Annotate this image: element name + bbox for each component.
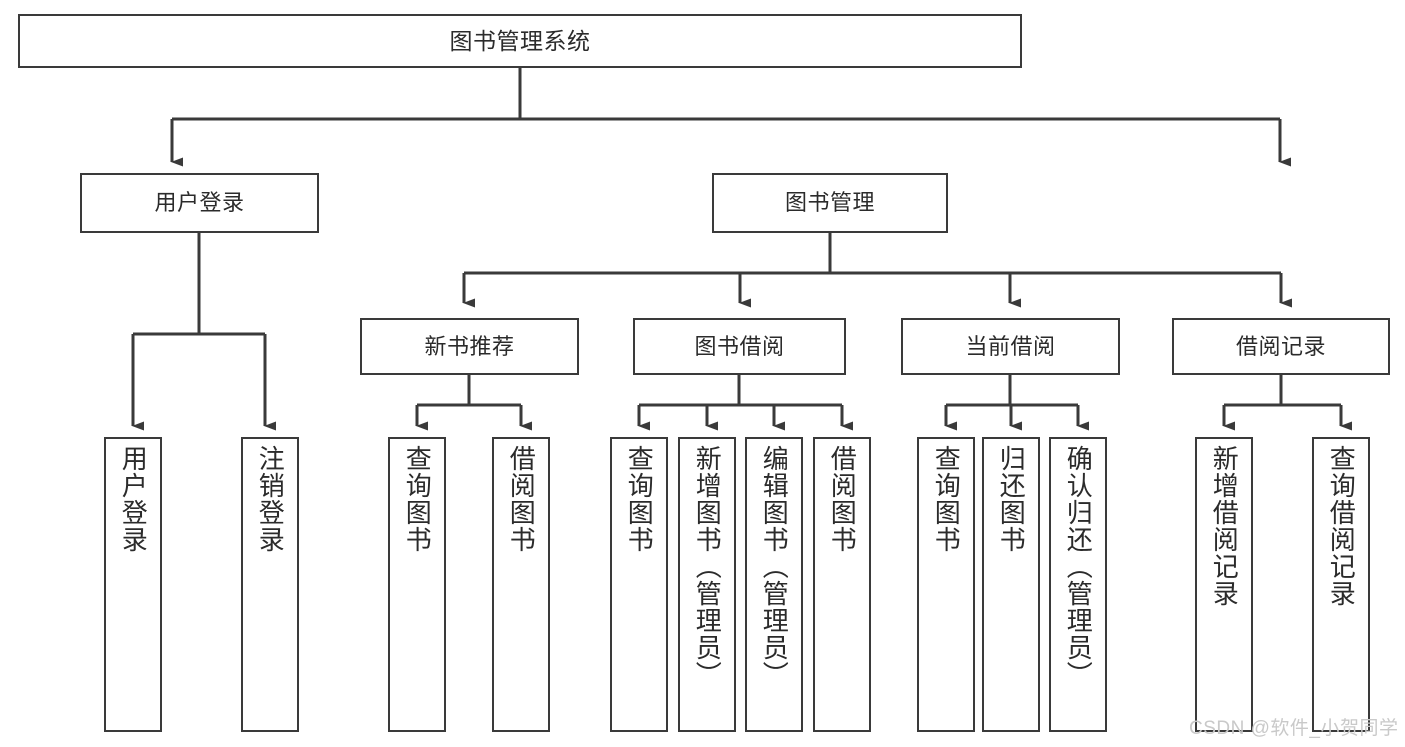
node-label: 图书借阅 (694, 333, 785, 359)
node-label: 查询图书 (931, 445, 962, 553)
node-borrow-record[interactable]: 借阅记录 (1172, 318, 1390, 375)
node-root-system[interactable]: 图书管理系统 (18, 14, 1022, 68)
node-current-borrow[interactable]: 当前借阅 (901, 318, 1120, 375)
leaf-query-book-borrow[interactable]: 查询图书 (610, 437, 668, 732)
node-label: 图书管理系统 (449, 27, 591, 54)
leaf-add-book-admin[interactable]: 新增图书（管理员） (678, 437, 736, 732)
leaf-query-book-recommend[interactable]: 查询图书 (388, 437, 446, 732)
node-label: 查询图书 (624, 445, 655, 553)
node-label: 注销登录 (255, 445, 286, 553)
leaf-user-login[interactable]: 用户登录 (104, 437, 162, 732)
node-label: 查询借阅记录 (1326, 445, 1357, 607)
node-label: 借阅图书 (827, 445, 858, 553)
node-user-login[interactable]: 用户登录 (80, 173, 319, 233)
leaf-query-borrow-record[interactable]: 查询借阅记录 (1312, 437, 1370, 732)
node-label: 归还图书 (996, 445, 1027, 553)
node-label: 当前借阅 (965, 333, 1056, 359)
node-label: 新书推荐 (424, 333, 515, 359)
node-label: 借阅图书 (506, 445, 537, 553)
leaf-borrow-book[interactable]: 借阅图书 (813, 437, 871, 732)
watermark-text: CSDN @软件_小贺同学 (1189, 718, 1399, 739)
leaf-edit-book-admin[interactable]: 编辑图书（管理员） (745, 437, 803, 732)
node-book-borrow[interactable]: 图书借阅 (633, 318, 846, 375)
node-label: 图书管理 (784, 190, 875, 216)
node-new-book-recommend[interactable]: 新书推荐 (360, 318, 579, 375)
node-label: 用户登录 (154, 190, 245, 216)
node-book-management[interactable]: 图书管理 (712, 173, 948, 233)
leaf-borrow-book-recommend[interactable]: 借阅图书 (492, 437, 550, 732)
node-label: 用户登录 (118, 445, 149, 553)
leaf-confirm-return-admin[interactable]: 确认归还（管理员） (1049, 437, 1107, 732)
node-label: 借阅记录 (1235, 333, 1326, 359)
node-label: 新增图书（管理员） (692, 445, 723, 688)
node-label: 编辑图书（管理员） (759, 445, 790, 688)
leaf-add-borrow-record[interactable]: 新增借阅记录 (1195, 437, 1253, 732)
leaf-query-book-current[interactable]: 查询图书 (917, 437, 975, 732)
node-label: 查询图书 (402, 445, 433, 553)
node-label: 确认归还（管理员） (1063, 445, 1094, 688)
leaf-return-book[interactable]: 归还图书 (982, 437, 1040, 732)
leaf-logout[interactable]: 注销登录 (241, 437, 299, 732)
node-label: 新增借阅记录 (1209, 445, 1240, 607)
